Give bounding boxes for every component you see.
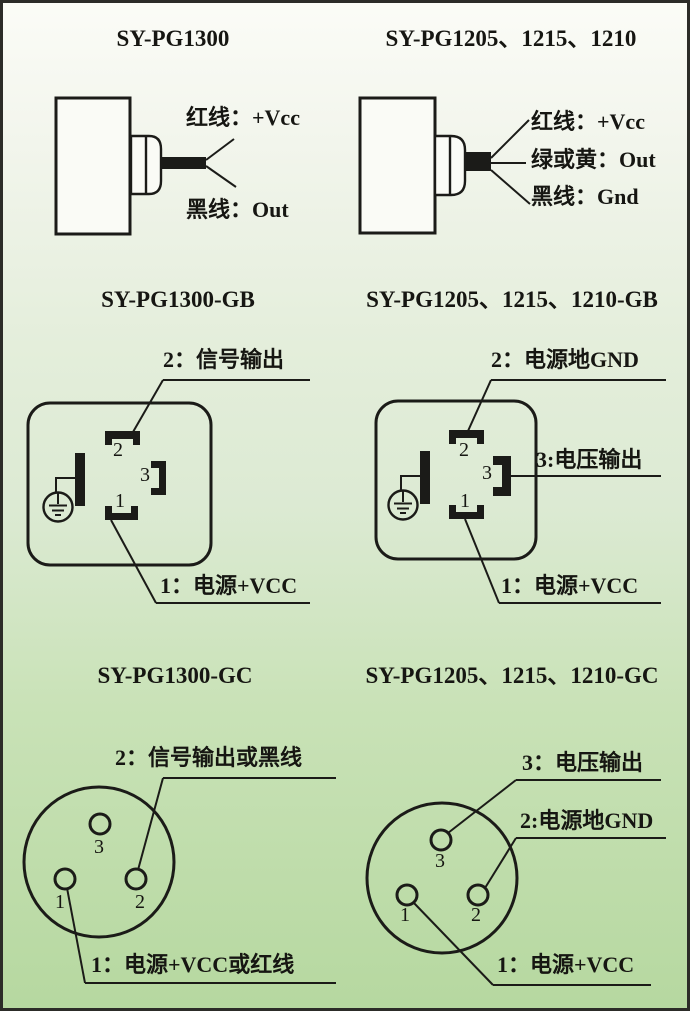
pg1300-gc-title: SY-PG1300-GC: [97, 663, 253, 688]
pg1300-black-wire-label: 黑线：Out: [186, 197, 289, 222]
pg1205-sensor-drawing: [358, 96, 531, 235]
pin-slot-1: [449, 505, 484, 519]
pin-hole-3: [429, 828, 453, 852]
pg1205-gb-pin3-label: 3:电压输出: [536, 447, 643, 472]
pg1300-gc-pin1-number: 1: [55, 891, 65, 913]
pin-slot-2: [105, 431, 140, 445]
cable-wire: [161, 157, 206, 169]
pg1300-gb-pin3-number: 3: [140, 464, 150, 486]
connector-outline: [22, 785, 176, 939]
pin-slot-3: [151, 461, 166, 495]
pg1205-gc-pin2-label: 2:电源地GND: [520, 808, 654, 833]
pin-slot-1: [105, 506, 138, 520]
pg1205-gb-pin2-number: 2: [459, 439, 469, 461]
pin1-leader-line: [66, 887, 86, 984]
pin-hole-2: [466, 883, 490, 907]
black-wire-leader-line: [205, 165, 237, 188]
pin1-leader-line: [412, 901, 494, 986]
pg1300-gb-pin1-number: 1: [115, 490, 125, 512]
pin-slot-3: [493, 456, 511, 496]
pin-slot-2: [449, 430, 484, 444]
ground-circle: [42, 491, 74, 523]
pg1300-gb-pin2-number: 2: [113, 439, 123, 461]
pin-hole-3: [88, 812, 112, 836]
pin1-leader-line: [464, 518, 500, 604]
pg1205-red-wire-label: 红线：+Vcc: [531, 109, 645, 134]
connector-outline: [365, 801, 519, 955]
sensor-body: [54, 96, 132, 236]
pin2-leader-line: [132, 379, 164, 433]
connector-outline: [26, 401, 213, 567]
diagram-line-art: [22, 96, 666, 986]
cable-wire: [465, 152, 491, 171]
black-wire-leader-line: [490, 169, 531, 205]
pin1-leader-line: [110, 519, 157, 604]
pg1205-gc-pin2-number: 2: [471, 904, 481, 926]
pg1205-title: SY-PG1205、1215、1210: [385, 26, 637, 51]
pg1300-gb-connector-drawing: [26, 379, 310, 604]
pg1205-gc-pin1-number: 1: [400, 904, 410, 926]
ground-link-line: [55, 477, 75, 493]
pg1300-title: SY-PG1300: [116, 26, 230, 51]
ground-symbol: [42, 453, 85, 523]
pg1300-red-wire-label: 红线：+Vcc: [186, 105, 300, 130]
pg1205-gb-pin1-label: 1：电源+VCC: [501, 573, 639, 598]
ground-link-line: [400, 475, 420, 491]
red-wire-leader-line: [205, 138, 235, 161]
pg1205-gb-connector-drawing: [374, 379, 666, 604]
pin-hole-2: [124, 867, 148, 891]
pin3-leader-line: [447, 779, 517, 834]
red-wire-leader-line: [490, 119, 530, 159]
pg1300-gc-pin2-number: 2: [135, 891, 145, 913]
pin2-leader-line: [137, 777, 164, 871]
pg1300-gb-pin2-label: 2：信号输出: [163, 347, 285, 372]
pg1205-gc-connector-drawing: [365, 779, 666, 986]
pin-hole-1: [53, 867, 77, 891]
pg1205-gc-title: SY-PG1205、1215、1210-GC: [365, 663, 659, 688]
ground-blade: [75, 453, 85, 506]
ground-blade: [420, 451, 430, 504]
pg1205-gb-title: SY-PG1205、1215、1210-GB: [366, 287, 658, 312]
pg1205-gb-pin2-label: 2：电源地GND: [491, 347, 639, 372]
connector-outline: [374, 399, 538, 561]
pin2-leader-line: [484, 837, 517, 889]
ground-circle: [387, 489, 419, 521]
pg1205-black-wire-label: 黑线：Gnd: [531, 184, 639, 209]
pg1205-gc-pin1-label: 1：电源+VCC: [497, 952, 635, 977]
pg1205-gb-pin3-number: 3: [482, 462, 492, 484]
pg1205-gc-pin3-label: 3：电压输出: [522, 750, 644, 775]
pg1300-gc-pin3-number: 3: [94, 836, 104, 858]
ground-symbol: [387, 451, 430, 521]
pg1300-gc-pin2-label: 2：信号输出或黑线: [115, 745, 303, 770]
pg1300-gc-pin1-label: 1：电源+VCC或红线: [91, 952, 295, 977]
pin-hole-1: [395, 883, 419, 907]
sensor-body: [358, 96, 437, 235]
pg1300-sensor-drawing: [54, 96, 237, 236]
pg1205-gc-pin3-number: 3: [435, 850, 445, 872]
pg1300-gb-title: SY-PG1300-GB: [101, 287, 255, 312]
pg1205-gb-pin1-number: 1: [460, 490, 470, 512]
pin2-leader-line: [467, 379, 492, 432]
pg1300-gc-connector-drawing: [22, 777, 336, 984]
pg1205-green-wire-label: 绿或黄：Out: [531, 147, 656, 172]
pg1300-gb-pin1-label: 1：电源+VCC: [160, 573, 298, 598]
